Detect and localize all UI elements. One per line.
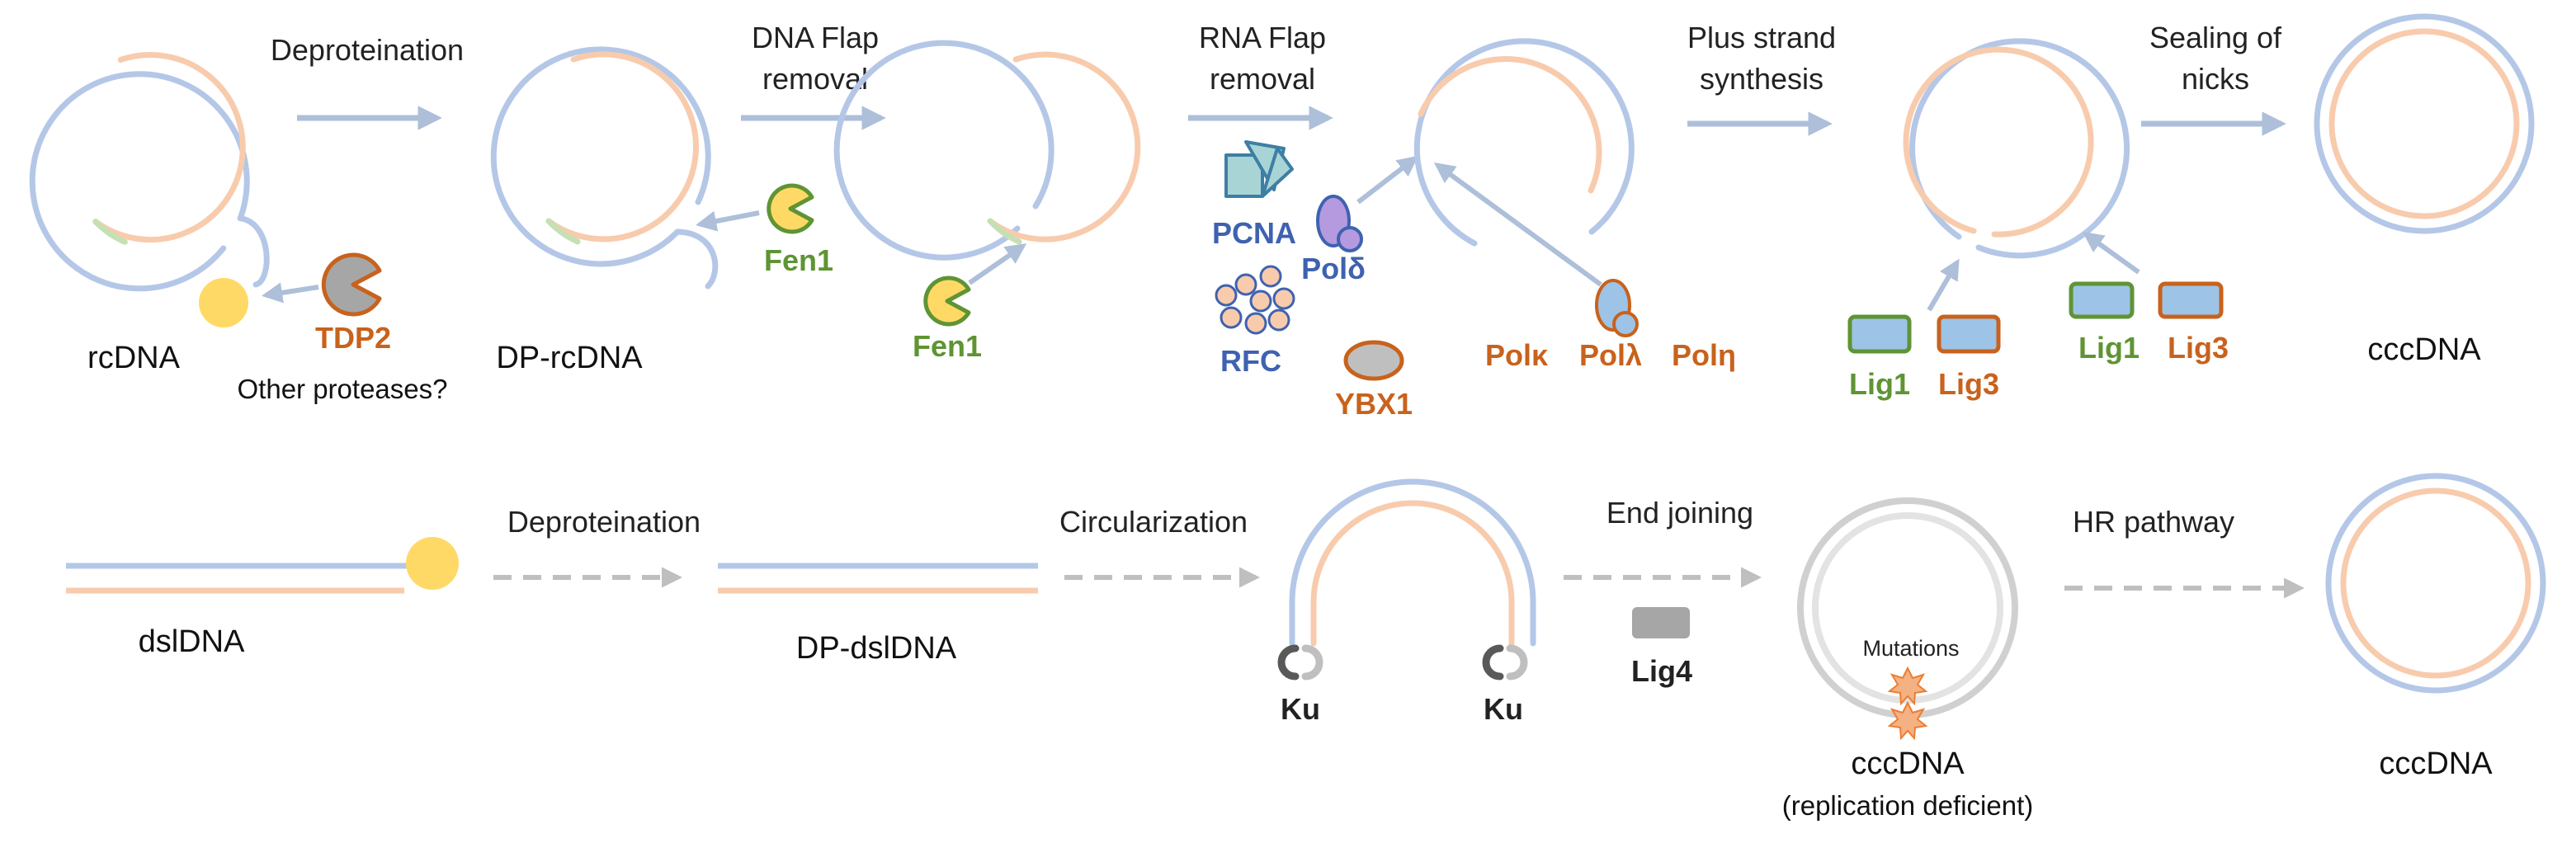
terminal-protein-icon bbox=[199, 278, 248, 327]
dsldna-molecule bbox=[66, 537, 459, 594]
fen1-pacman-icon bbox=[923, 276, 971, 327]
rna-primer-segment bbox=[545, 218, 581, 245]
mutation-star-icon bbox=[1887, 700, 1928, 741]
step-circularization-label: Circularization bbox=[1059, 505, 1248, 539]
other-proteases-label: Other proteases? bbox=[238, 374, 448, 404]
step-deproteination-label-2: Deproteination bbox=[507, 505, 701, 539]
ligase-arrow bbox=[2082, 232, 2140, 275]
lig3-label-2: Lig3 bbox=[2168, 331, 2229, 365]
lig4-label: Lig4 bbox=[1631, 654, 1692, 688]
nicked-dna-molecule bbox=[1413, 38, 1635, 247]
ku-icon bbox=[1482, 644, 1528, 681]
pol-delta-icon bbox=[1316, 195, 1363, 252]
dp-rcdna-molecule bbox=[490, 46, 719, 290]
lig3-label: Lig3 bbox=[1938, 367, 1999, 401]
cccdna-label-2: cccDNA bbox=[2379, 746, 2493, 781]
cccdna-molecule bbox=[2314, 13, 2535, 234]
pol-lambda-label: Polλ bbox=[1579, 338, 1642, 372]
mutations-label: Mutations bbox=[1862, 636, 1959, 661]
mutation-star-icon bbox=[1887, 666, 1928, 706]
dp-dsldna-label: DP-dslDNA bbox=[796, 631, 957, 666]
cccdna-deficient-label: cccDNA bbox=[1851, 746, 1965, 781]
ybx1-icon bbox=[1343, 340, 1404, 381]
step-rna-flap-label-line1: RNA Flap bbox=[1199, 21, 1326, 54]
fen1-arrow bbox=[696, 210, 760, 232]
pcna-icon bbox=[1224, 140, 1294, 198]
pol-delta-label: Polδ bbox=[1301, 252, 1366, 285]
lig1-label-2: Lig1 bbox=[2078, 331, 2140, 365]
step-plus-strand-label-line2: synthesis bbox=[1700, 62, 1823, 96]
lig3-icon-2 bbox=[2158, 281, 2224, 319]
pcna-label: PCNA bbox=[1212, 216, 1296, 250]
pol-kappa-label: Polκ bbox=[1485, 338, 1549, 372]
ybx1-label: YBX1 bbox=[1335, 387, 1413, 421]
fen1-arrow bbox=[968, 243, 1027, 285]
dsldna-label: dslDNA bbox=[139, 624, 245, 659]
lig3-icon bbox=[1937, 314, 2001, 354]
tdp2-label: TDP2 bbox=[315, 321, 391, 355]
filled-nicked-dna-molecule bbox=[1903, 38, 2130, 259]
lig1-icon-2 bbox=[2069, 281, 2135, 319]
rcdna-molecule bbox=[29, 52, 270, 327]
replication-deficient-cccdna-molecule bbox=[1797, 497, 2018, 741]
circularizing-dna-molecule bbox=[1289, 478, 1536, 647]
rfc-icon bbox=[1215, 265, 1295, 335]
pol-kappa-lambda-eta-icon bbox=[1595, 279, 1639, 337]
rna-primer-segment bbox=[987, 218, 1022, 245]
tdp2-arrow bbox=[262, 282, 319, 304]
step-dna-flap-label-line1: DNA Flap bbox=[752, 21, 879, 54]
rfc-label: RFC bbox=[1220, 344, 1281, 378]
rcdna-label: rcDNA bbox=[87, 341, 181, 375]
tdp2-pacman-icon bbox=[321, 252, 382, 317]
step-deproteination-label: Deproteination bbox=[271, 33, 464, 67]
step-plus-strand-label-line1: Plus strand bbox=[1687, 21, 1836, 54]
lig1-icon bbox=[1847, 314, 1912, 354]
cccdna-molecule-2 bbox=[2325, 473, 2546, 694]
ku-label: Ku bbox=[1281, 692, 1320, 726]
pol-eta-label: Polη bbox=[1672, 338, 1736, 372]
step-dna-flap-label-line2: removal bbox=[762, 62, 868, 96]
step-sealing-label-line1: Sealing of bbox=[2149, 21, 2282, 54]
ligase-arrow bbox=[1927, 258, 1960, 312]
step-end-joining-label: End joining bbox=[1606, 496, 1753, 530]
ku-label-2: Ku bbox=[1484, 692, 1523, 726]
cccdna-label: cccDNA bbox=[2367, 332, 2481, 367]
gapped-dna-molecule bbox=[833, 40, 1141, 261]
step-sealing-label-line2: nicks bbox=[2182, 62, 2249, 96]
rna-primer-segment bbox=[92, 219, 128, 245]
step-rna-flap-label-line2: removal bbox=[1210, 62, 1315, 96]
fen1-label-2: Fen1 bbox=[913, 329, 982, 363]
step-hr-pathway-label: HR pathway bbox=[2073, 505, 2234, 539]
dp-dsldna-molecule bbox=[718, 563, 1038, 594]
terminal-protein-icon bbox=[406, 537, 459, 590]
fen1-label: Fen1 bbox=[764, 243, 833, 277]
dp-rcdna-label: DP-rcDNA bbox=[496, 341, 643, 375]
fen1-pacman-icon bbox=[767, 183, 814, 234]
lig1-label: Lig1 bbox=[1849, 367, 1910, 401]
pol-delta-arrow bbox=[1356, 155, 1418, 205]
ku-icon bbox=[1277, 644, 1323, 681]
polymerase-arrow bbox=[1433, 162, 1602, 287]
replication-deficient-note: (replication deficient) bbox=[1782, 790, 2033, 821]
lig4-icon bbox=[1632, 607, 1690, 638]
